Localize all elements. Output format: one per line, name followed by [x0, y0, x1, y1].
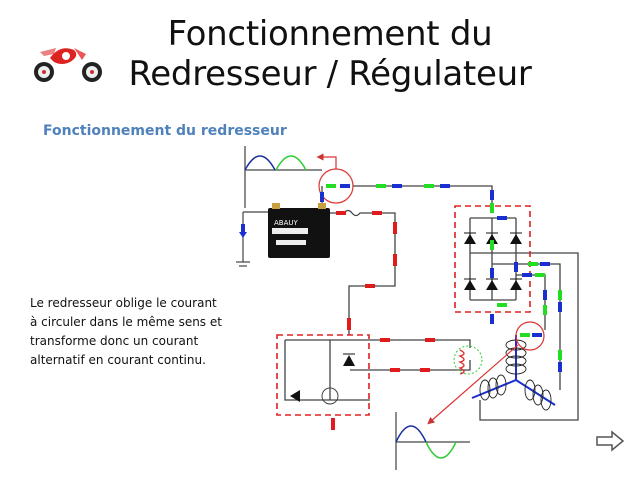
motorcycle-logo [34, 48, 102, 82]
battery-label: ABAUY [274, 219, 299, 227]
description-line: Le redresseur oblige le courant [30, 296, 217, 310]
ground-symbol [236, 211, 272, 267]
description-line: transforme donc un courant [30, 334, 199, 348]
regulator-box [276, 334, 370, 416]
stator-coil [453, 345, 483, 375]
battery: ABAUY [268, 203, 330, 258]
magnifier-circle-stator [515, 321, 545, 351]
slide-title: Fonctionnement du Redresseur / Régulateu… [120, 14, 540, 94]
dc-waveform-graph [244, 146, 322, 208]
description-text: Le redresseur oblige le courant à circul… [30, 294, 260, 370]
ac-waveform-graph [395, 412, 470, 470]
next-arrow-icon[interactable] [595, 430, 625, 452]
regulator-components [290, 353, 355, 405]
slide-title-line1: Fonctionnement du [167, 14, 493, 54]
current-arrows [320, 184, 562, 430]
description-line: alternatif en courant continu. [30, 353, 206, 367]
description-line: à circuler dans le même sens et [30, 315, 222, 329]
slide-subtitle: Fonctionnement du redresseur [43, 123, 287, 139]
rectifier-diodes [464, 232, 522, 290]
slide-title-line2: Redresseur / Régulateur [128, 54, 532, 94]
three-phase-stator [471, 335, 556, 411]
